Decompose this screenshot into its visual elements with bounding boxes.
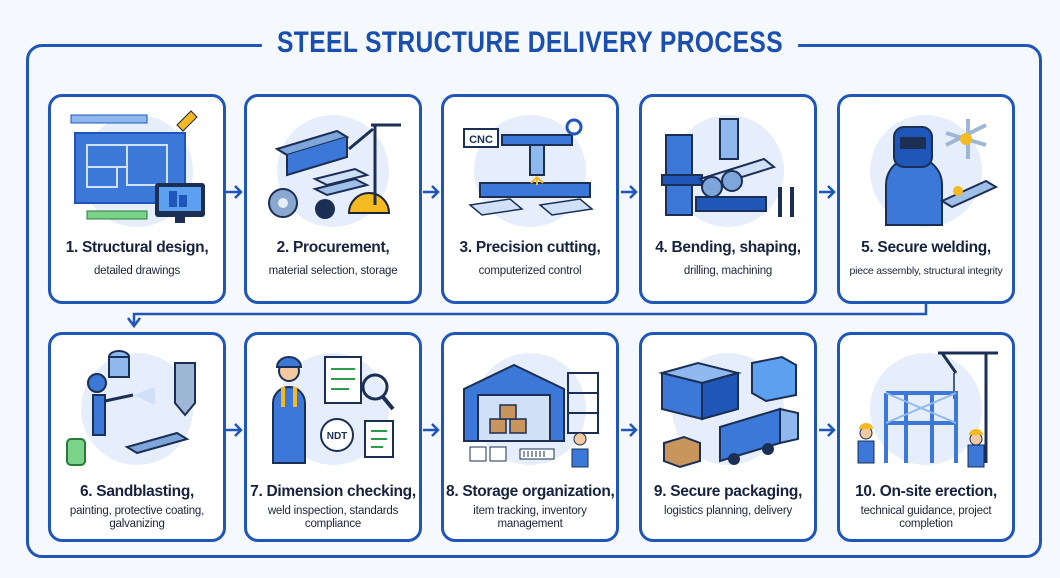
step-detail-10: technical guidance, project completion bbox=[860, 505, 992, 530]
press-machine-icon bbox=[661, 115, 794, 227]
step-card-1: 1. Structural design, detailed drawings bbox=[48, 94, 226, 304]
cnc-label: CNC bbox=[469, 134, 493, 146]
step-heading-5: 5. Secure welding, bbox=[861, 239, 991, 256]
step-detail-2: material selection, storage bbox=[268, 265, 398, 277]
arrow-right-icon bbox=[226, 185, 243, 199]
step-heading-10: 10. On-site erection, bbox=[855, 483, 997, 500]
arrow-right-icon bbox=[819, 185, 836, 199]
step-card-8: 8. Storage organization, item tracking, … bbox=[441, 332, 619, 542]
arrow-right-icon bbox=[621, 423, 638, 437]
arrow-right-icon bbox=[423, 423, 440, 437]
step-detail-9: logistics planning, delivery bbox=[664, 505, 792, 517]
steel-beam-icon bbox=[268, 115, 401, 227]
step-card-2: 2. Procurement, material selection, stor… bbox=[244, 94, 422, 304]
step-heading-2: 2. Procurement, bbox=[276, 239, 390, 256]
arrow-right-icon bbox=[226, 423, 243, 437]
step-card-10: 10. On-site erection, technical guidance… bbox=[837, 332, 1015, 542]
step-card-5: 5. Secure welding, piece assembly, struc… bbox=[837, 94, 1015, 304]
crane-erection-icon bbox=[857, 351, 998, 468]
step-card-3: CNC 3. Precision cutting, computerized c… bbox=[441, 94, 619, 304]
arrow-right-icon bbox=[423, 185, 440, 199]
step-heading-8: 8. Storage organization, bbox=[446, 483, 615, 500]
ndt-label: NDT bbox=[327, 431, 348, 442]
step-heading-7: 7. Dimension checking, bbox=[250, 483, 416, 500]
step-card-4: 4. Bending, shaping, drilling, machining bbox=[639, 94, 817, 304]
sandblaster-icon bbox=[66, 350, 196, 466]
step-heading-6: 6. Sandblasting, bbox=[79, 483, 195, 500]
step-detail-6: painting, protective coating, galvanizin… bbox=[69, 505, 205, 530]
step-detail-3: computerized control bbox=[478, 265, 582, 277]
inspector-icon: NDT bbox=[272, 353, 395, 465]
step-heading-1: 1. Structural design, bbox=[65, 239, 209, 256]
step-detail-7: weld inspection, standards compliance bbox=[267, 505, 399, 530]
step-heading-9: 9. Secure packaging, bbox=[653, 483, 803, 500]
step-detail-1: detailed drawings bbox=[93, 265, 181, 277]
blueprint-icon bbox=[70, 110, 205, 227]
step-card-7: NDT 7. Dimension checking, weld inspecti… bbox=[244, 332, 422, 542]
step-heading-4: 4. Bending, shaping, bbox=[655, 239, 801, 256]
row-connector-arrow bbox=[127, 304, 928, 329]
step-heading-3: 3. Precision cutting, bbox=[459, 239, 601, 256]
cnc-cutter-icon: CNC bbox=[463, 115, 594, 227]
welder-icon bbox=[870, 115, 999, 227]
arrow-right-icon bbox=[819, 423, 836, 437]
container-truck-icon bbox=[658, 353, 799, 469]
step-card-6: 6. Sandblasting, painting, protective co… bbox=[48, 332, 226, 542]
arrow-right-icon bbox=[621, 185, 638, 199]
step-detail-4: drilling, machining bbox=[683, 265, 773, 277]
step-detail-8: item tracking, inventory management bbox=[473, 505, 587, 530]
warehouse-icon bbox=[463, 353, 599, 468]
step-detail-5: piece assembly, structural integrity bbox=[849, 265, 1003, 277]
page-title: STEEL STRUCTURE DELIVERY PROCESS bbox=[95, 26, 964, 60]
step-card-9: 9. Secure packaging, logistics planning,… bbox=[639, 332, 817, 542]
